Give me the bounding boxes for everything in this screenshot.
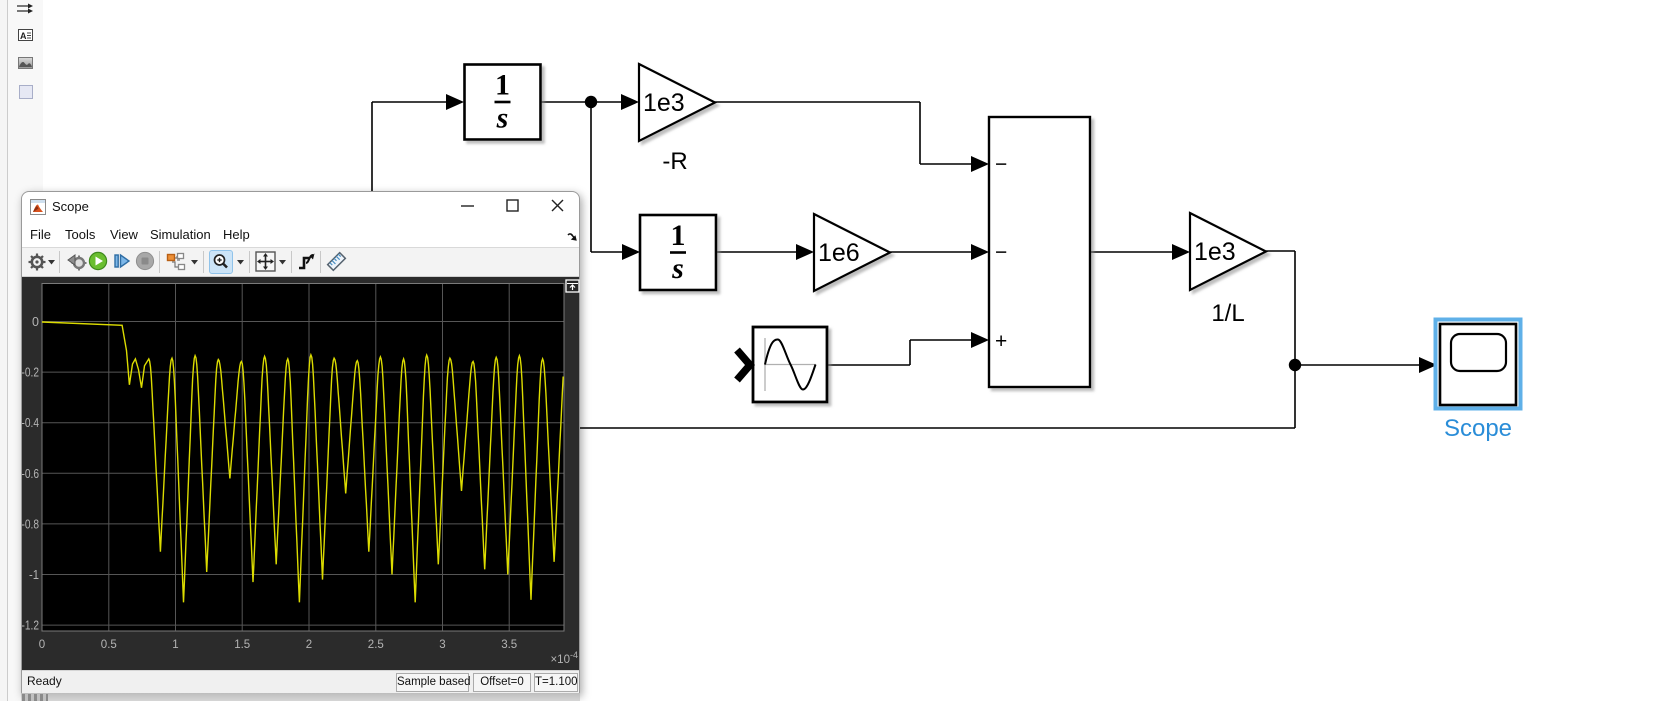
svg-text:-0.8: -0.8 [22, 517, 40, 531]
svg-text:-0.2: -0.2 [22, 366, 40, 380]
svg-text:-1: -1 [29, 568, 39, 582]
svg-text:0: 0 [39, 639, 45, 651]
svg-text:1.5: 1.5 [234, 639, 250, 651]
svg-text:−: − [995, 153, 1007, 176]
svg-text:-0.4: -0.4 [22, 416, 40, 430]
svg-text:3: 3 [439, 639, 445, 651]
svg-text:1e3: 1e3 [1194, 238, 1236, 266]
svg-text:1e6: 1e6 [818, 239, 860, 267]
svg-text:1: 1 [495, 69, 510, 102]
svg-text:-R: -R [662, 148, 687, 175]
svg-text:0.5: 0.5 [101, 639, 117, 651]
svg-text:+: + [995, 330, 1007, 353]
svg-text:1: 1 [172, 639, 178, 651]
svg-text:Scope: Scope [1444, 415, 1512, 442]
svg-text:-0.6: -0.6 [22, 467, 40, 481]
svg-text:1/L: 1/L [1211, 300, 1244, 327]
svg-text:1: 1 [671, 219, 686, 252]
svg-text:s: s [671, 252, 684, 285]
svg-text:3.5: 3.5 [501, 639, 517, 651]
svg-text:A: A [20, 31, 27, 41]
svg-text:−: − [995, 241, 1007, 264]
svg-text:1e3: 1e3 [643, 89, 685, 117]
svg-text:-1.2: -1.2 [22, 619, 40, 633]
svg-text:2.5: 2.5 [368, 639, 384, 651]
svg-text:2: 2 [306, 639, 312, 651]
svg-text:s: s [496, 102, 509, 135]
svg-text:0: 0 [32, 315, 39, 329]
